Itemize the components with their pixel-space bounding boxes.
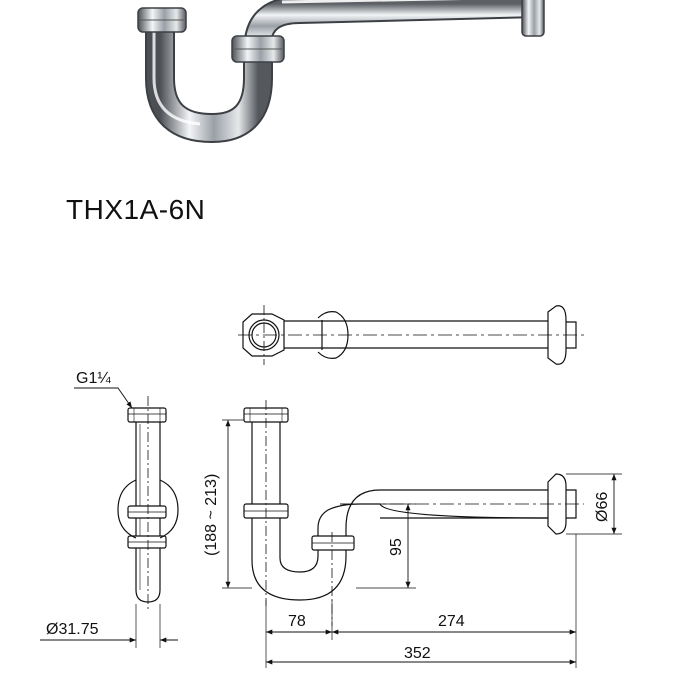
flange-diameter-label: Ø66 [594,492,611,522]
side-view [117,396,179,612]
height-range-label: (188 ~ 213) [203,474,220,556]
trap-depth-label: 95 [388,538,405,556]
dimension-lines [40,387,622,668]
front-view [243,400,584,626]
total-352-label: 352 [404,645,431,662]
length-274-label: 274 [438,613,465,630]
pipe-diameter-label: Ø31.75 [46,621,99,638]
model-number: THX1A-6N [66,194,206,225]
top-view [238,305,584,365]
thread-label: G1¼ [76,370,111,387]
product-photo [137,0,545,144]
offset-78-label: 78 [288,613,306,630]
dimension-labels: G1¼ Ø31.75 (188 ~ 213) 95 Ø66 78 274 352 [46,370,611,662]
